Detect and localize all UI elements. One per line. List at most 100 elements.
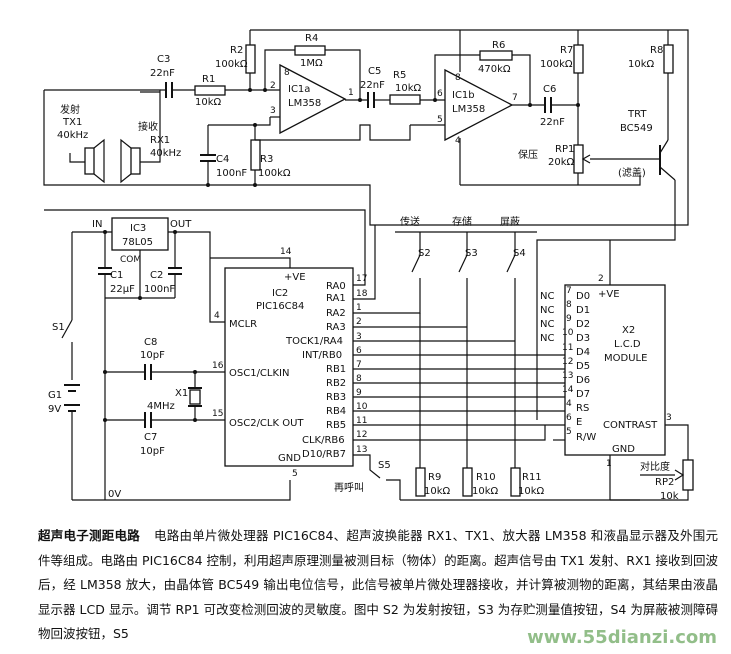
rp1-ref: RP1 (555, 144, 574, 155)
ic2-p12: 12 (356, 430, 367, 440)
ic2-osc2-pin: 15 (212, 409, 223, 419)
x2-nc2: NC (540, 305, 554, 316)
figure-caption: 超声电子测距电路电路由单片微处理器 PIC16C84、超声波换能器 RX1、TX… (38, 524, 718, 647)
ic1b-pin6: 6 (437, 89, 443, 99)
x2-p12: 12 (562, 357, 573, 367)
amplifier-section: 发射 TX1 40kHz 接收 RX1 40kHz C3 22nF R (43, 29, 689, 420)
s1-power-switch: S1 (52, 319, 73, 380)
ic2-p17: 17 (356, 274, 367, 284)
s5-func: 再呼叫 (334, 482, 364, 494)
ic3-in-label: IN (92, 219, 102, 230)
ic2-p11: 11 (356, 416, 367, 426)
r5-value: 10kΩ (395, 83, 422, 94)
c8-value: 10pF (140, 350, 165, 361)
ic2-p10: 10 (356, 402, 368, 412)
x2-p9: 9 (566, 314, 572, 324)
c7-value: 10pF (140, 446, 165, 457)
rp2-ref: RP2 (655, 477, 674, 488)
x2-lcd-module: 2 +VE NC NC NC NC 7 8 9 10 11 12 13 14 4… (540, 240, 689, 500)
s4-func: 屏蔽 (500, 216, 520, 228)
c8-capacitor: C8 10pF (105, 337, 225, 380)
r10-resistor: R10 10kΩ (462, 467, 499, 497)
caption-title: 超声电子测距电路 (38, 528, 140, 543)
x2-d5: D5 (576, 361, 590, 372)
ic1b-part: LM358 (452, 104, 485, 115)
r8-ref: R8 (650, 45, 663, 56)
r7-ref: R7 (560, 45, 573, 56)
x2-pin3: 3 (666, 413, 672, 423)
r1-ref: R1 (202, 74, 215, 85)
x2-pin2: 2 (598, 274, 604, 284)
r7-value: 100kΩ (540, 59, 573, 70)
r7-resistor: R7 100kΩ (540, 30, 584, 145)
x2-d4: D4 (576, 347, 590, 358)
r6-ref: R6 (492, 40, 505, 51)
ic1a-pin2: 2 (270, 81, 276, 91)
s2-ref: S2 (418, 248, 431, 259)
g1-ref: G1 (48, 390, 62, 401)
r10-value: 10kΩ (472, 486, 499, 497)
ic2-ref: IC2 (272, 288, 288, 299)
ic2-osc1: OSC1/CLKIN (229, 368, 289, 379)
ic1b-opamp: IC1b LM358 6 5 7 8 4 (410, 30, 545, 185)
ic2-gnd: GND (278, 453, 301, 464)
r4-value: 1MΩ (300, 58, 323, 69)
ic2-osc1-pin: 16 (212, 361, 224, 371)
x2-rw: R/W (576, 432, 596, 443)
x2-p7: 7 (566, 286, 572, 296)
ic3-part: 78L05 (122, 237, 153, 248)
ic2-pin14: 14 (280, 247, 292, 257)
c2-ref: C2 (150, 270, 163, 281)
r5-ref: R5 (393, 70, 406, 81)
s3-func: 存储 (452, 215, 472, 228)
ic2-p2: 2 (356, 317, 362, 327)
x2-d6: D6 (576, 375, 590, 386)
x2-p13: 13 (562, 371, 573, 381)
ic2-ra0: RA0 (326, 281, 346, 292)
x2-d7: D7 (576, 389, 590, 400)
tx1-freq: 40kHz (57, 130, 88, 141)
x2-p5: 5 (566, 427, 572, 437)
c1-capacitor: C1 22μF (98, 267, 135, 298)
x2-line2: MODULE (604, 353, 647, 364)
ic2-tock: TOCK1/RA4 (285, 336, 343, 347)
c8-ref: C8 (144, 337, 157, 348)
r9-resistor: R9 10kΩ (415, 313, 451, 497)
s5-ref: S5 (378, 460, 391, 471)
r8-resistor: R8 10kΩ (628, 30, 674, 140)
c1-ref: C1 (110, 270, 123, 281)
c1-value: 22μF (110, 284, 135, 295)
ic2-ra3: RA3 (326, 322, 346, 333)
ic2-ra2: RA2 (326, 308, 346, 319)
ic2-p7: 7 (356, 360, 362, 370)
r11-ref: R11 (522, 472, 542, 483)
trt-transistor: TRT BC549 (滤盖) (536, 109, 676, 420)
x2-p11: 11 (562, 343, 573, 353)
ic1b-pin5: 5 (437, 115, 443, 125)
ic2-p3: 3 (356, 332, 362, 342)
tx1-ref: TX1 (62, 117, 82, 128)
s4-switch: S4 (353, 232, 526, 470)
c4-capacitor: C4 100nF (200, 125, 247, 185)
rx1-freq: 40kHz (150, 148, 181, 159)
switch-section: 传送 存储 屏蔽 S2 S3 S4 S5 再呼叫 (334, 215, 640, 501)
x2-gnd: GND (612, 444, 635, 455)
c6-ref: C6 (543, 84, 556, 95)
ic2-ve: +VE (284, 272, 306, 283)
r10-ref: R10 (476, 472, 496, 483)
x2-nc4: NC (540, 333, 554, 344)
x2-line1: L.C.D (614, 339, 641, 350)
x2-d1: D1 (576, 305, 590, 316)
trt-func: (滤盖) (618, 166, 646, 179)
r11-resistor: R11 10kΩ (510, 467, 545, 497)
tx1-name: 发射 (60, 103, 80, 116)
ic2-ra1: RA1 (326, 293, 346, 304)
ic2-rb4: RB4 (326, 406, 346, 417)
c2-capacitor: C2 100nF (144, 232, 182, 298)
c6-value: 22nF (540, 117, 565, 128)
g1-battery: G1 9V (48, 384, 80, 500)
ic2-clk: CLK/RB6 (302, 435, 345, 446)
r11-value: 10kΩ (518, 486, 545, 497)
ic2-mclr-pin: 4 (214, 311, 220, 321)
r2-value: 100kΩ (215, 59, 248, 70)
